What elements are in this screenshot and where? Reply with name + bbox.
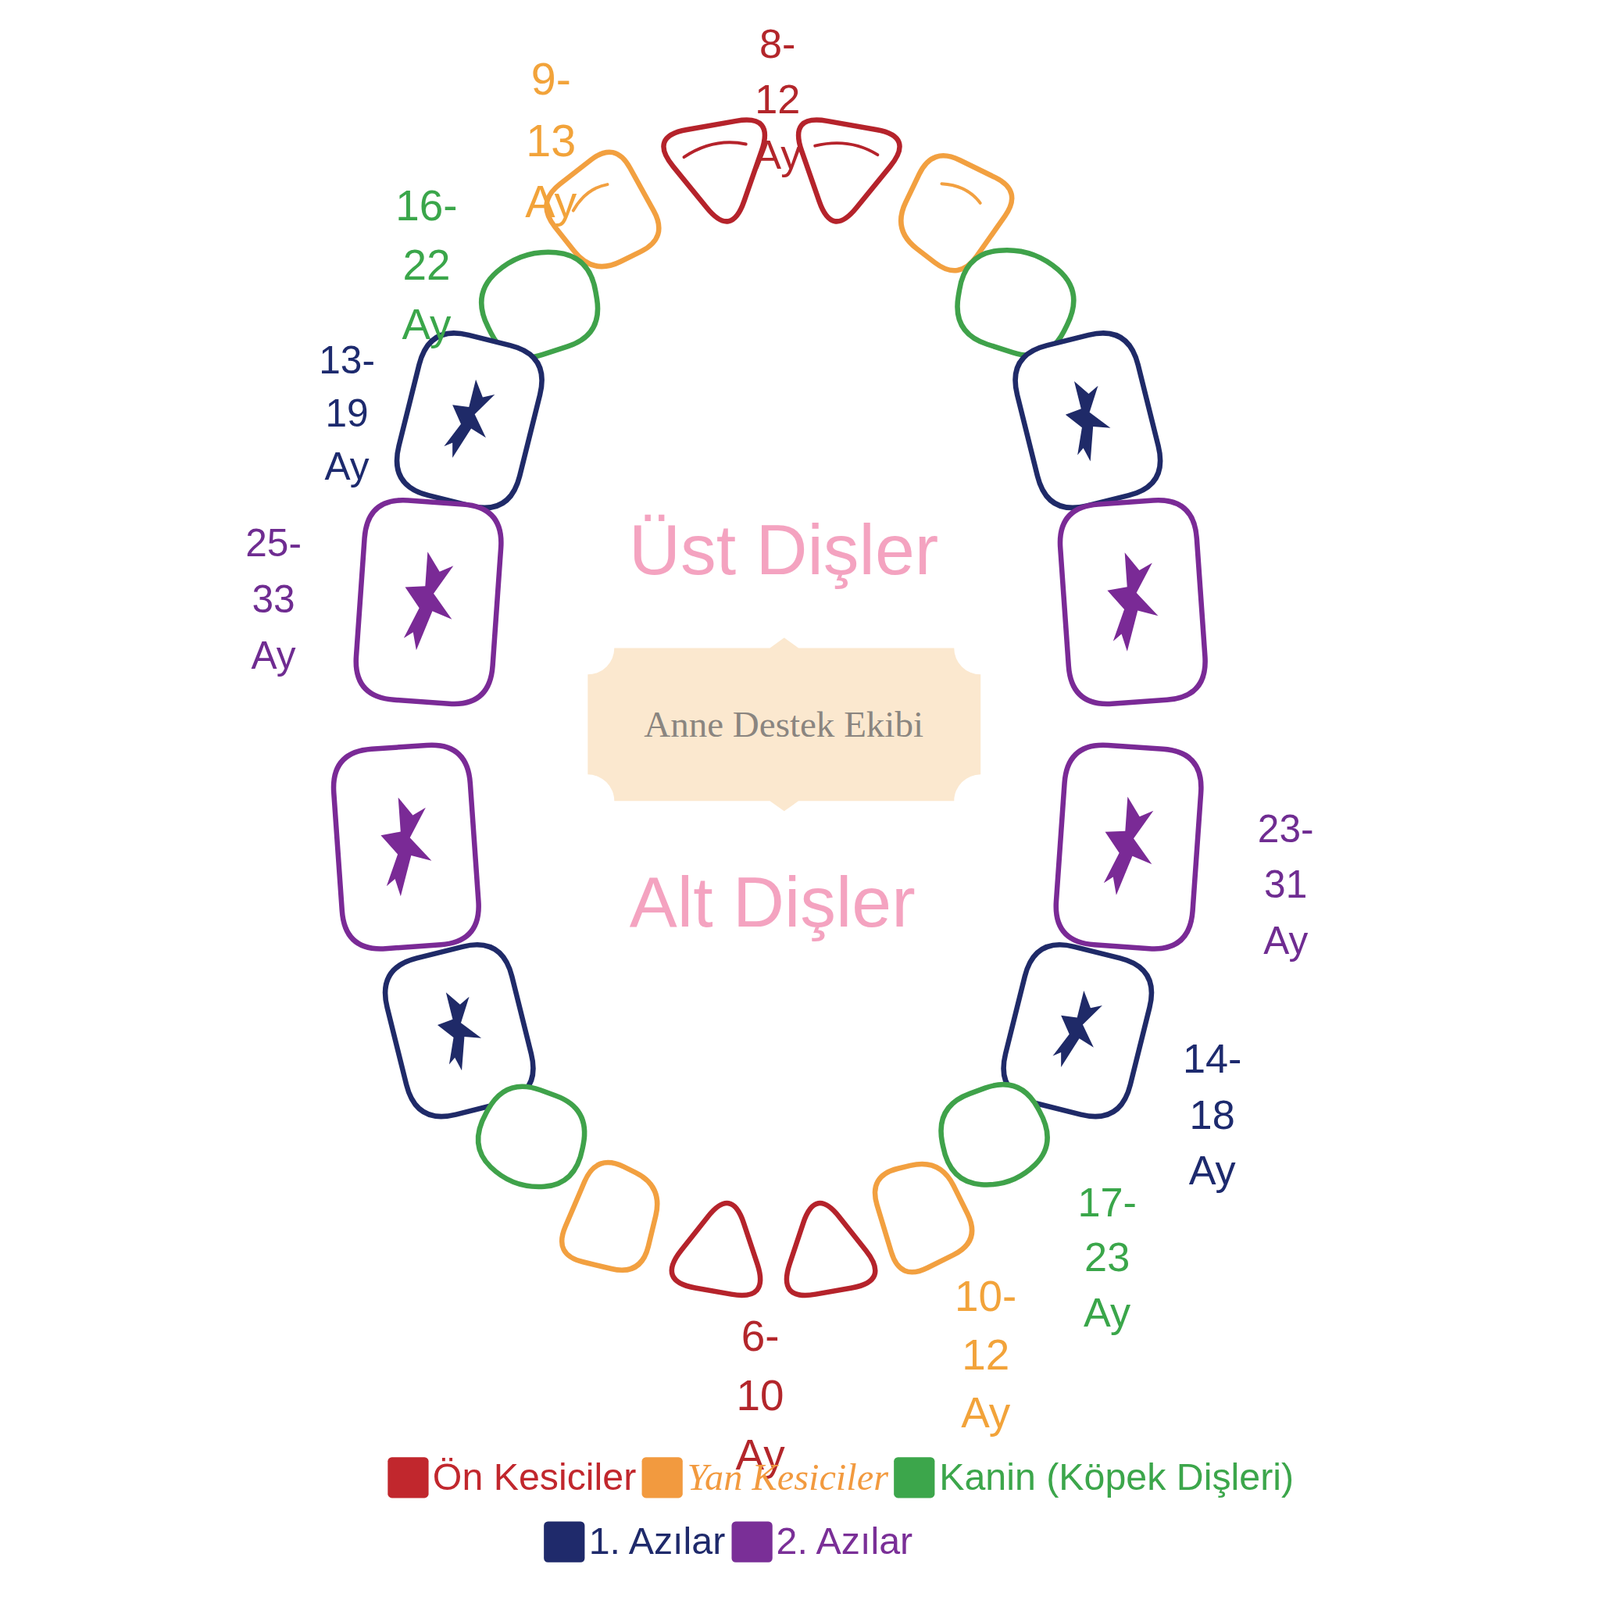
plaque-fill: [587, 637, 981, 811]
eruption-age: 23-31 Ay: [1257, 800, 1315, 970]
tooth-fissure: [1104, 550, 1161, 654]
legend-swatch: [642, 1456, 683, 1497]
legend-text: Ön Kesiciler: [432, 1455, 637, 1499]
legend-text: Kanin (Köpek Dişleri): [939, 1455, 1294, 1499]
eruption-age: 13-19 Ay: [318, 333, 375, 493]
tooth-shape: [466, 1075, 598, 1201]
tooth-shape: [1007, 325, 1168, 516]
legend-entry: 2. Azılar: [731, 1520, 913, 1564]
tooth-ridge: [941, 177, 983, 207]
tooth-fissure: [1057, 375, 1117, 465]
tooth-shape: [353, 497, 504, 708]
legend-entry: Kanin (Köpek Dişleri): [894, 1455, 1294, 1499]
eruption-age: 10-12 Ay: [954, 1267, 1017, 1442]
eruption-age: 17-23 Ay: [1077, 1174, 1137, 1340]
tooth-shape: [555, 1154, 672, 1282]
legend-entry: Ön Kesiciler: [387, 1455, 636, 1499]
legend-swatch: [543, 1521, 585, 1562]
tooth-fissure: [1049, 986, 1108, 1074]
legend-entry: 1. Azılar: [543, 1520, 725, 1564]
legend-swatch: [387, 1456, 429, 1497]
eruption-age: 14-18 Ay: [1182, 1030, 1243, 1200]
legend-text: Yan Kesiciler: [687, 1455, 889, 1500]
tooth-outline: [331, 742, 482, 952]
tooth-shape: [1053, 742, 1204, 952]
legend-swatch: [894, 1456, 936, 1497]
legend-entry: Yan Kesiciler: [642, 1455, 889, 1500]
tooth-outline: [864, 1150, 981, 1278]
tooth-fissure: [439, 375, 499, 465]
tooth-outline: [353, 497, 504, 708]
tooth-shape: [1057, 497, 1208, 708]
tooth-outline: [466, 1075, 598, 1201]
watermark-text: Anne Destek Ekibi: [587, 703, 981, 747]
tooth-outline: [389, 325, 550, 516]
tooth-outline: [1007, 325, 1168, 516]
tooth-outline: [555, 1154, 672, 1282]
watermark-plaque: Anne Destek Ekibi: [587, 647, 981, 801]
eruption-age: 8-12 Ay: [753, 16, 801, 183]
eruption-age: 16-22 Ay: [395, 176, 458, 354]
tooth-shape: [864, 1150, 981, 1278]
tooth-shape: [784, 116, 902, 230]
tooth-outline: [1057, 497, 1208, 708]
jaw-heading: Alt Dişler: [629, 857, 916, 946]
tooth-shape: [774, 1195, 878, 1299]
jaw-heading: Üst Dişler: [628, 506, 939, 594]
eruption-age: 25-33 Ay: [245, 515, 302, 685]
tooth-shape: [669, 1195, 773, 1299]
legend-text: 2. Azılar: [776, 1520, 914, 1564]
tooth-outline: [669, 1195, 773, 1299]
tooth-ridge: [814, 138, 879, 158]
tooth-fissure: [378, 795, 434, 898]
tooth-shape: [389, 325, 550, 516]
legend-swatch: [731, 1521, 772, 1562]
legend-row: Ön Kesiciler Yan Kesiciler Kanin (Köpek Di…: [387, 1455, 1300, 1500]
tooth-fissure: [400, 550, 457, 654]
tooth-ridge: [682, 138, 747, 158]
tooth-outline: [1053, 742, 1204, 952]
tooth-outline: [774, 1195, 878, 1299]
tooth-fissure: [1100, 795, 1157, 898]
tooth-shape: [331, 742, 482, 952]
eruption-age: 9-13 Ay: [525, 49, 577, 233]
tooth-fissure: [430, 986, 489, 1074]
legend-text: 1. Azılar: [589, 1520, 726, 1564]
legend-row: 1. Azılar 2. Azılar: [543, 1520, 919, 1564]
tooth-outline: [784, 116, 902, 230]
